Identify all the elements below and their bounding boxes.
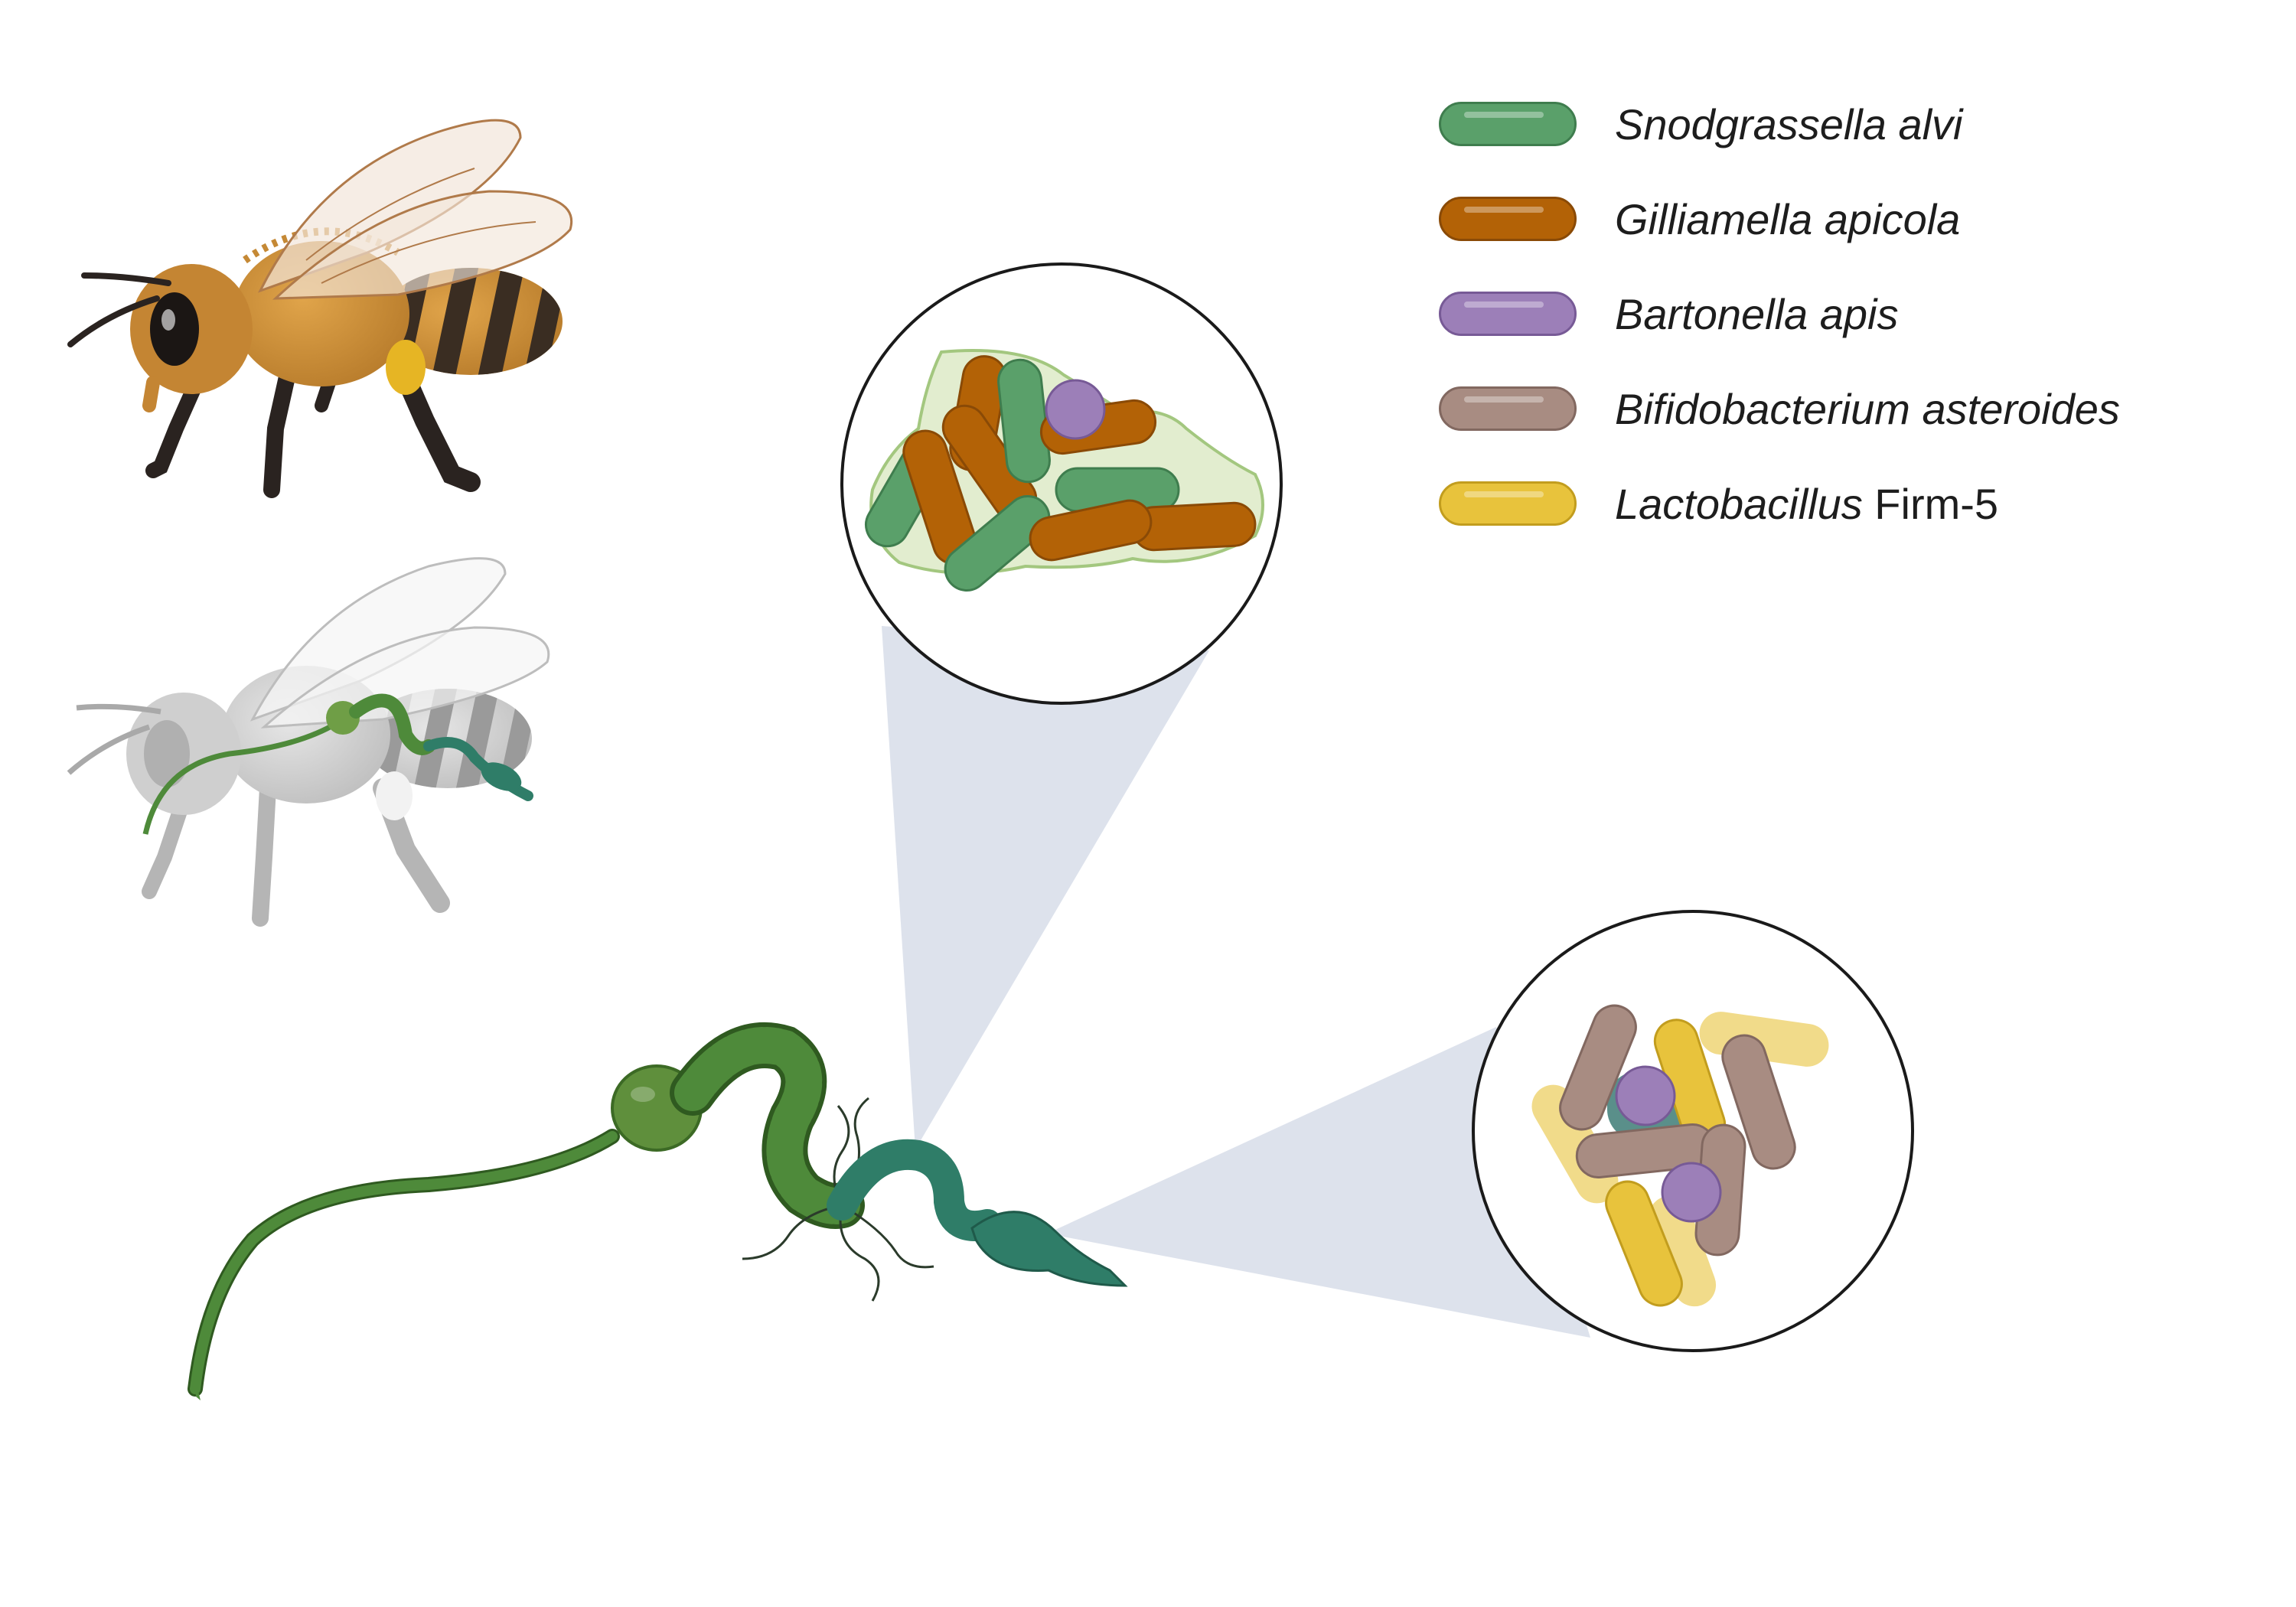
honeybee-color-icon (67, 119, 573, 498)
legend-label: Snodgrassella alvi (1615, 99, 1963, 148)
bifidobacterium-pill-icon (1439, 386, 1577, 431)
legend-label: Bartonella apis (1615, 289, 1899, 338)
snodgrassella-pill-icon (1439, 102, 1577, 146)
species-legend: Snodgrassella alvi Gilliamella apicola B… (1439, 77, 2281, 551)
legend-item-snodgrassella: Snodgrassella alvi (1439, 77, 2281, 171)
bee-gut-icon (188, 1022, 1128, 1400)
legend-item-lactobacillus: Lactobacillus Firm-5 (1439, 456, 2281, 551)
ileum-magnifier-icon (840, 262, 1283, 705)
legend-label: Bifidobacterium asteroides (1615, 384, 2120, 433)
ileum-zoom-cone (882, 626, 1209, 1149)
legend-item-bartonella: Bartonella apis (1439, 266, 2281, 361)
legend-label: Gilliamella apicola (1615, 194, 1961, 243)
legend-item-gilliamella: Gilliamella apicola (1439, 171, 2281, 266)
legend-label: Lactobacillus Firm-5 (1615, 479, 1999, 528)
lactobacillus-pill-icon (1439, 481, 1577, 526)
rectum-zoom-cone (1047, 1027, 1590, 1338)
honeybee-gray-gut-icon (67, 557, 550, 927)
legend-item-bifidobacterium: Bifidobacterium asteroides (1439, 361, 2281, 456)
gilliamella-pill-icon (1439, 197, 1577, 241)
rectum-magnifier-icon (1472, 910, 1914, 1352)
bartonella-pill-icon (1439, 292, 1577, 336)
